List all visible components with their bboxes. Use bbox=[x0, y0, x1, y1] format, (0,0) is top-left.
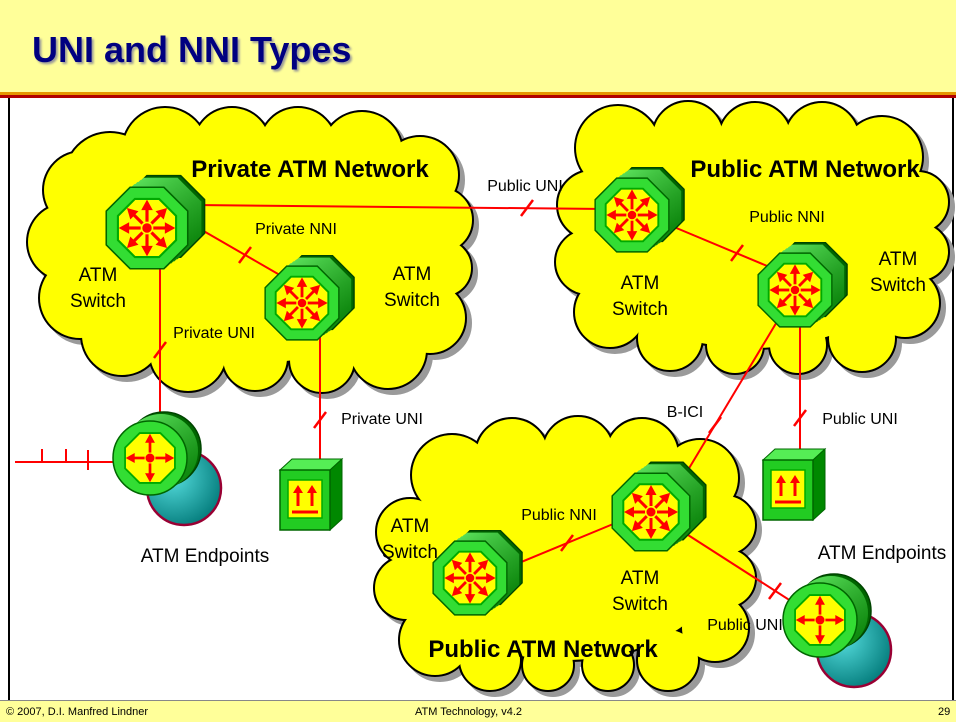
network-label-public-top: Public ATM Network bbox=[690, 156, 920, 183]
title-underline-shadow bbox=[0, 95, 956, 98]
endpoint-router-icon bbox=[783, 574, 891, 687]
network-label-public-bottom: Public ATM Network bbox=[428, 636, 658, 663]
interface-tick bbox=[768, 582, 782, 600]
switch-label: ATM bbox=[879, 249, 918, 270]
endpoint-cube-icon bbox=[278, 457, 344, 532]
switch-label: ATM bbox=[621, 568, 660, 589]
network-label-private: Private ATM Network bbox=[191, 156, 429, 183]
link-label-private-nni: Private NNI bbox=[255, 221, 337, 238]
footer-course-title: ATM Technology, v4.2 bbox=[415, 706, 522, 718]
slide-title: UNI and NNI Types bbox=[32, 29, 352, 70]
switch-label: Switch bbox=[70, 291, 126, 312]
link-public-uni-top bbox=[194, 204, 606, 210]
interface-tick bbox=[153, 341, 167, 359]
page-number: 29 bbox=[938, 706, 951, 718]
title-bar: UNI and NNI Types bbox=[0, 0, 956, 92]
cloud-private-network bbox=[26, 106, 479, 399]
switch-label: Switch bbox=[612, 594, 668, 615]
link-public-nni-top bbox=[661, 221, 773, 269]
interface-tick bbox=[708, 416, 722, 434]
switch-labels: ATM Switch ATM Switch ATM Switch ATM Swi… bbox=[70, 249, 926, 615]
interface-tick bbox=[238, 246, 252, 264]
endpoint-cube-icon bbox=[761, 447, 827, 522]
switch-label: Switch bbox=[612, 299, 668, 320]
switch-label: ATM bbox=[391, 516, 430, 537]
title-underline bbox=[0, 92, 956, 95]
footer-copyright: © 2007, D.I. Manfred Lindner bbox=[6, 706, 149, 718]
switch-label: Switch bbox=[382, 542, 438, 563]
endpoints-label-right: ATM Endpoints bbox=[818, 543, 946, 564]
interface-tick bbox=[730, 244, 744, 262]
endpoints-label-left: ATM Endpoints bbox=[141, 546, 269, 567]
footer: © 2007, D.I. Manfred Lindner ATM Technol… bbox=[0, 700, 956, 722]
links bbox=[15, 199, 809, 613]
link-label-public-uni: Public UNI bbox=[487, 178, 563, 195]
link-b-ici bbox=[687, 319, 779, 471]
switch-label: ATM bbox=[393, 264, 432, 285]
link-label-public-uni: Public UNI bbox=[822, 411, 898, 428]
interface-tick bbox=[560, 534, 574, 552]
link-label-public-nni: Public NNI bbox=[521, 507, 597, 524]
endpoint-router-icon bbox=[113, 412, 221, 525]
endpoint-bus bbox=[15, 449, 115, 470]
switch-label: Switch bbox=[384, 290, 440, 311]
link-label-private-uni: Private UNI bbox=[341, 411, 423, 428]
switch-label: Switch bbox=[870, 275, 926, 296]
switch-label: ATM bbox=[79, 265, 118, 286]
interface-tick bbox=[520, 199, 534, 217]
link-public-uni-bottom bbox=[687, 534, 809, 613]
link-label-b-ici: B-ICI bbox=[667, 404, 703, 421]
interface-ticks bbox=[153, 199, 807, 600]
interface-tick bbox=[793, 409, 807, 427]
interface-tick bbox=[313, 411, 327, 429]
link-label-public-uni: Public UNI bbox=[707, 617, 783, 634]
switch-label: ATM bbox=[621, 273, 660, 294]
link-label-public-nni: Public NNI bbox=[749, 209, 825, 226]
link-label-private-uni: Private UNI bbox=[173, 325, 255, 342]
